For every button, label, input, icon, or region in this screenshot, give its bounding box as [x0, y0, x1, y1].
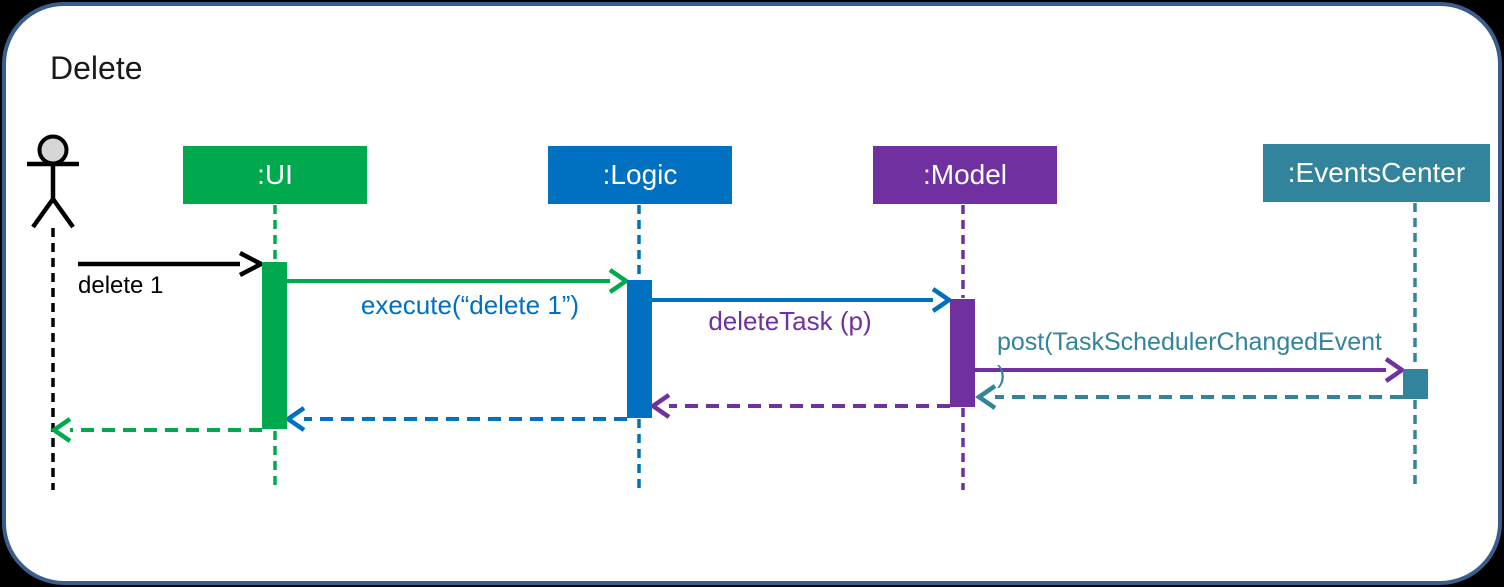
lifeline-label-model: :Model: [922, 159, 1008, 190]
lifeline-label-ui: :UI: [257, 159, 293, 190]
message-label-delete-task: deleteTask (p): [708, 306, 872, 336]
return-arrow-logic-ui: [284, 406, 627, 432]
lifeline-head-logic: :Logic: [548, 146, 732, 204]
message-label-execute: execute(“delete 1”): [360, 290, 580, 320]
lifeline-label-events-center: :EventsCenter: [1287, 157, 1466, 188]
activation-bar-logic: [627, 280, 652, 418]
arrowhead-left-icon: [975, 384, 997, 410]
activation-bar-events-center: [1403, 369, 1428, 399]
arrowhead-right-icon: [931, 287, 953, 313]
actor-body: [27, 161, 79, 229]
message-label-post-event-line2: ): [997, 361, 1006, 389]
lifeline-head-events-center: :EventsCenter: [1263, 144, 1490, 202]
return-arrow-model-logic: [649, 393, 950, 419]
message-label-post-event-line1: post(TaskSchedulerChangedEvent: [997, 328, 1382, 356]
arrowhead-left-icon: [649, 393, 671, 419]
message-arrow-delete-1: [78, 251, 266, 277]
actor-figure: [27, 134, 79, 229]
diagram-title: Delete: [50, 50, 143, 86]
return-arrow-events-model: [975, 384, 1403, 410]
lifeline-head-ui: :UI: [183, 146, 367, 204]
message-arrow-post-event: [975, 357, 1406, 383]
return-arrow-ui-actor: [50, 417, 262, 443]
activation-bar-ui: [262, 262, 287, 429]
message-arrow-delete-task: [652, 287, 953, 313]
message-arrow-execute: [287, 268, 630, 294]
message-label-delete-1: delete 1: [78, 272, 164, 299]
lifeline-label-logic: :Logic: [602, 159, 678, 190]
arrowhead-right-icon: [608, 268, 630, 294]
activation-bar-model: [950, 299, 975, 407]
actor-head: [37, 134, 69, 166]
arrowhead-right-icon: [238, 251, 266, 277]
arrowhead-right-icon: [1384, 357, 1406, 383]
lifeline-head-model: :Model: [873, 146, 1057, 204]
arrowhead-left-icon: [50, 417, 72, 443]
arrowhead-left-icon: [284, 406, 306, 432]
